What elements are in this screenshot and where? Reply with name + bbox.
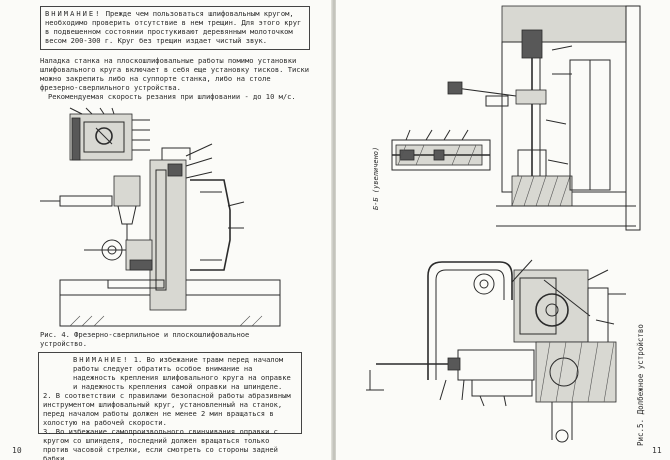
inset-detail xyxy=(69,107,150,161)
slotting-base-assembly xyxy=(366,259,626,443)
section-b-b xyxy=(391,129,491,171)
paragraph-speed: Рекомендуемая скорость резания при шлифо… xyxy=(48,92,296,101)
figure-4-drawing xyxy=(40,107,281,327)
main-assembly xyxy=(40,143,281,327)
figure-5-upper-drawing xyxy=(391,5,641,231)
warning-title: ВНИМАНИЕ! xyxy=(45,9,102,18)
section-label: Б-Б (увеличено) xyxy=(372,146,380,210)
warning-item-2: 2. В соответствии с правилами безопасной… xyxy=(43,391,291,427)
figure-5-caption: Рис.5. Долбежное устройство xyxy=(636,324,645,446)
warning-box-bottom: ВНИМАНИЕ! 1. Во избежание травм перед на… xyxy=(38,352,302,460)
figure-5-lower-drawing xyxy=(366,259,626,443)
book-gutter xyxy=(331,0,337,460)
figure-4-caption: Рис. 4. Фрезерно-сверлильное и плоскошли… xyxy=(40,330,250,348)
page-number-right: 11 xyxy=(652,446,662,455)
right-page: Б-Б (увеличено) xyxy=(336,0,670,460)
left-page: ВНИМАНИЕ! Прежде чем пользоваться шлифов… xyxy=(0,0,333,460)
warning-title-bottom: ВНИМАНИЕ! xyxy=(73,355,130,364)
slotting-head xyxy=(447,5,641,231)
page-number-left: 10 xyxy=(12,446,22,455)
warning-item-1: 1. Во избежание травм перед началом рабо… xyxy=(73,355,291,391)
paragraph-setup: Наладка станка на плоскошлифовальные раб… xyxy=(40,56,310,92)
warning-box-top: ВНИМАНИЕ! Прежде чем пользоваться шлифов… xyxy=(40,6,310,50)
warning-item-3: 3. Во избежание самопроизвольного свинчи… xyxy=(43,427,278,460)
warning-text: Прежде чем пользоваться шлифовальным кру… xyxy=(45,9,302,45)
